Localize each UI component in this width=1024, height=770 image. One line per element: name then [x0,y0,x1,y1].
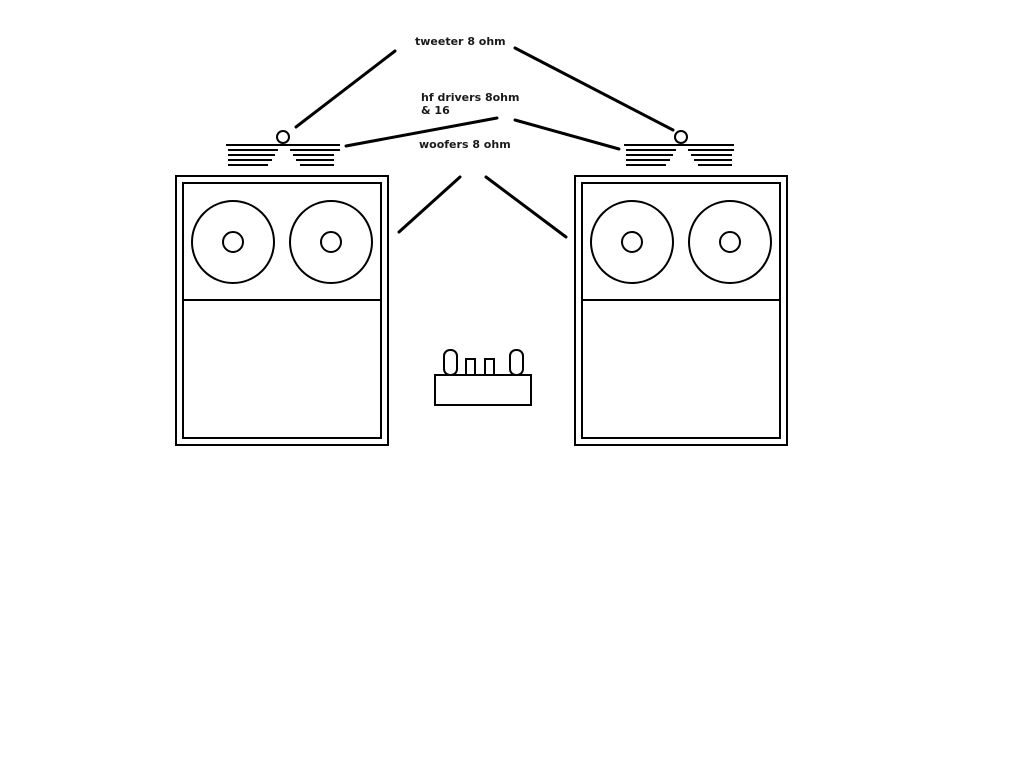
pointer-line-hf-left [344,116,499,148]
right-woofer-cabinet [574,175,788,446]
left-tweeter [276,130,290,144]
pointer-line-tweeter-right [513,46,675,132]
left-hf-driver-horn [226,144,340,166]
right-woofer-1 [590,200,674,284]
pointer-line-woofers-right [484,175,568,239]
pointer-line-hf-right [513,118,621,151]
pointer-line-tweeter-left [294,49,397,129]
hf-drivers-label: hf drivers 8ohm & 16 [421,91,520,117]
left-woofer-cabinet [175,175,389,446]
right-speaker-stack [574,130,788,446]
left-woofer-1 [191,200,275,284]
right-tweeter [674,130,688,144]
right-hf-driver-horn [624,144,734,166]
pointer-line-woofers-left [397,175,462,234]
tweeter-label: tweeter 8 ohm [415,35,506,48]
right-woofer-2 [688,200,772,284]
left-speaker-stack [175,130,389,446]
tube-amplifier [434,349,532,406]
woofers-label: woofers 8 ohm [419,138,511,151]
left-woofer-2 [289,200,373,284]
